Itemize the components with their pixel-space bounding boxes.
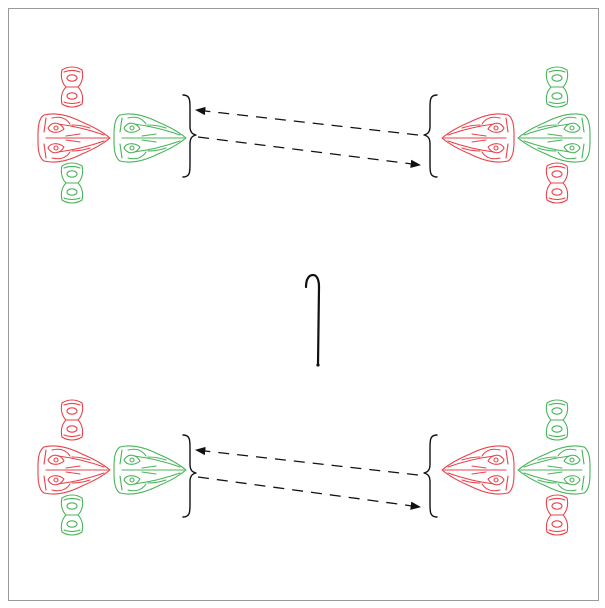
eye-mask-icon [545,494,569,536]
walking-cane-icon [304,273,321,366]
long-nosed-venetian-mask-icon [37,113,111,163]
eye-mask-icon [60,399,84,441]
long-nosed-venetian-mask-icon [37,445,111,495]
eye-mask-icon [60,494,84,536]
eye-mask-icon [545,162,569,204]
curly-brace-icon [182,434,197,518]
long-nosed-venetian-mask-icon [113,113,187,163]
dashed-arrow-icon [194,446,419,476]
eye-mask-icon [545,399,569,441]
long-nosed-venetian-mask-icon [441,113,515,163]
long-nosed-venetian-mask-icon [113,445,187,495]
curly-brace-icon [182,94,197,178]
cane-tip [316,363,320,367]
dashed-arrow-icon [197,136,422,168]
eye-mask-icon [60,162,84,204]
curly-brace-icon [423,434,438,518]
eye-mask-icon [60,66,84,108]
dashed-arrow-icon [194,106,419,136]
bottom-left-mask-group [37,399,187,536]
dashed-arrow-icon [197,476,422,510]
long-nosed-venetian-mask-icon [517,113,591,163]
eye-mask-icon [545,66,569,108]
top-right-mask-group [441,66,591,204]
curly-brace-icon [423,94,438,178]
long-nosed-venetian-mask-icon [517,445,591,495]
long-nosed-venetian-mask-icon [441,445,515,495]
top-exchange-panel [37,66,591,204]
bottom-exchange-panel [37,399,591,536]
top-left-mask-group [37,66,187,204]
bottom-right-mask-group [441,399,591,536]
diagram-frame [8,8,599,601]
